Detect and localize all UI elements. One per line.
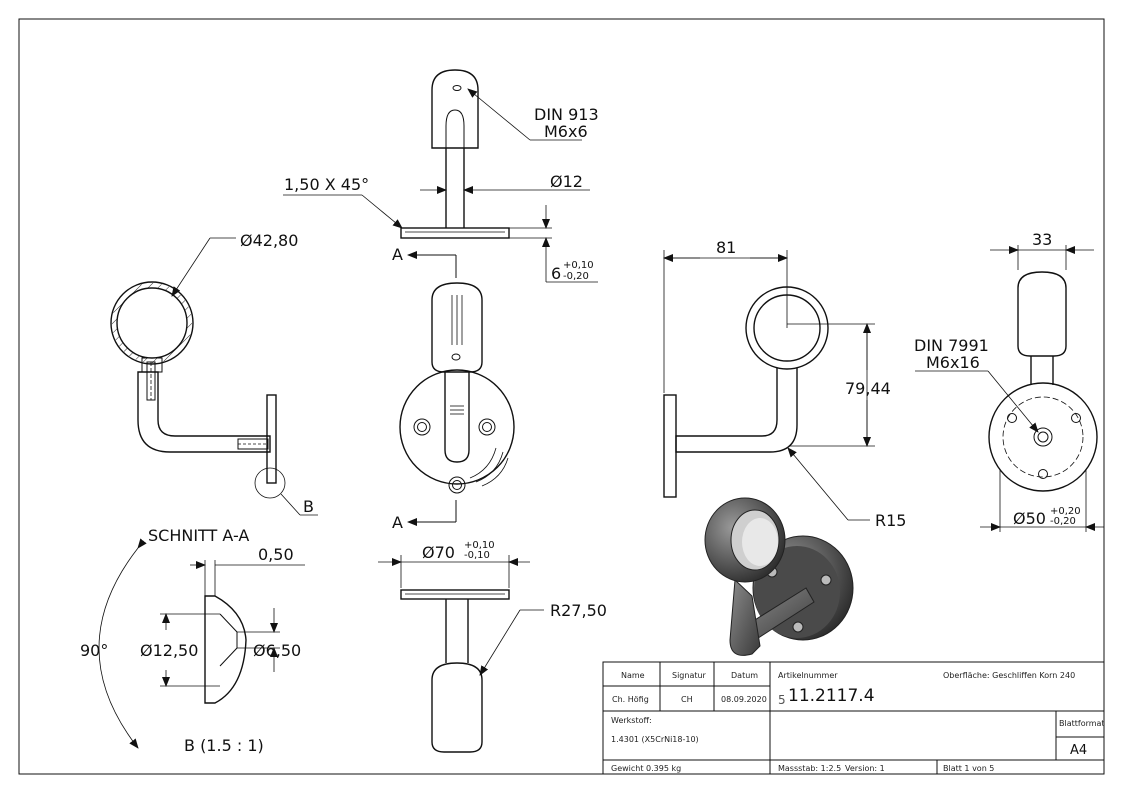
section-marker-bottom: A [392,500,457,532]
dim-dia-50-tol-dn: -0,20 [1050,516,1076,527]
tb-oberflaeche: Oberfläche: Geschliffen Korn 240 [943,671,1075,680]
tb-blatt: Blatt 1 von 5 [943,764,994,773]
dim-dia-70-tol-dn: -0,10 [464,550,490,561]
tb-datum-value: 08.09.2020 [721,695,767,704]
detail-b-view: SCHNITT A-A 0,50 90° Ø12,50 Ø6,50 B (1.5… [80,526,305,755]
dim-angle-90: 90° [80,641,108,660]
section-a-label-top: A [392,245,403,264]
iso-render-image [704,497,854,656]
section-a-label-bottom: A [392,513,403,532]
tb-werkstoff-header: Werkstoff: [611,716,652,725]
right-side-view: 81 79,44 R15 [663,238,906,530]
title-block: Name Signatur Datum Ch. Höfig CH 08.09.2… [602,661,1105,775]
section-title: SCHNITT A-A [148,526,249,545]
dim-thickness-tol-dn: -0,20 [563,271,589,282]
dim-dia-12-50: Ø12,50 [140,641,198,660]
dim-r-15: R15 [875,511,906,530]
dim-dia-70: Ø70 [422,543,455,562]
sheet-frame [18,18,1105,775]
label-din-7991: DIN 7991 [914,336,989,355]
tb-gewicht: Gewicht 0.395 kg [611,764,681,773]
tb-artikel-value: 11.2117.4 [788,686,875,706]
label-m6x6: M6x6 [544,122,588,141]
dim-dia-50: Ø50 [1013,509,1046,528]
far-right-view: 33 DIN 7991 M6x16 Ø50 +0,20 -0,20 [914,230,1104,532]
tb-blattformat-header: Blattformat [1059,719,1105,728]
tb-werkstoff-value: 1.4301 (X5CrNi18-10) [611,735,699,744]
dim-dia-42: Ø42,80 [240,231,298,250]
tb-datum-header: Datum [731,671,758,680]
tb-name-header: Name [621,671,645,680]
detail-scale-label: B (1.5 : 1) [184,736,264,755]
side-section-view: B Ø42,80 [110,231,318,516]
dim-thickness-6: 6 [551,264,561,283]
dim-81: 81 [716,238,736,257]
dim-dia-70-tol-up: +0,10 [464,540,495,551]
section-marker-top: A [392,245,457,278]
dim-r-27-50: R27,50 [550,601,607,620]
tb-name-value: Ch. Höfig [612,695,649,704]
tb-massstab: Massstab: 1:2.5 [778,764,841,773]
tb-artikel-prefix: 5 [778,693,786,707]
front-view [399,282,515,494]
detail-b-label: B [303,497,314,516]
dim-dia-50-tol-up: +0,20 [1050,506,1081,517]
tb-signatur-header: Signatur [672,671,707,680]
dim-33: 33 [1032,230,1052,249]
dim-thickness-tol-up: +0,10 [563,260,594,271]
dim-0-50: 0,50 [258,545,294,564]
top-view: Ø12 DIN 913 M6x6 1,50 X 45° 6 +0,10 -0,2… [283,69,599,283]
tb-version: Version: 1 [845,764,885,773]
dim-dia-6-50: Ø6,50 [253,641,301,660]
tb-artikel-header: Artikelnummer [778,671,838,680]
bottom-view: Ø70 +0,10 -0,10 R27,50 [378,540,607,753]
label-m6x16: M6x16 [926,353,980,372]
tb-signatur-value: CH [681,695,693,704]
dim-dia-12: Ø12 [550,172,583,191]
label-din-913: DIN 913 [534,105,599,124]
dim-79-44: 79,44 [845,379,891,398]
dim-chamfer: 1,50 X 45° [284,175,369,194]
tb-blattformat-value: A4 [1070,743,1087,758]
